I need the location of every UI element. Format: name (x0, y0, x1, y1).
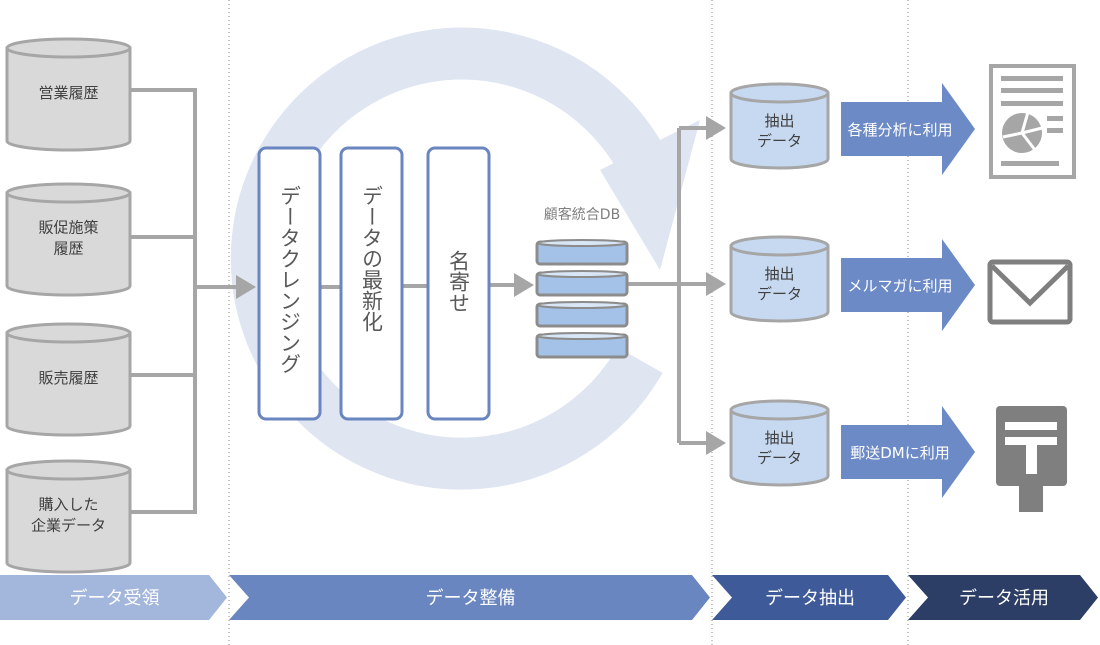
source-label: 販売履歴 (38, 369, 98, 387)
phase-banner: データ抽出 (712, 575, 906, 620)
use-arrow: 郵送DMに利用 (841, 406, 975, 498)
process-box: 名寄せ (426, 146, 491, 421)
mail-envelope-icon (987, 259, 1073, 325)
phase-label: データ抽出 (765, 588, 855, 609)
source-label: 販促施策 (38, 219, 98, 237)
source-label: 履歴 (53, 240, 83, 258)
phase-label: データ整備 (426, 588, 516, 609)
customer-db-icon (535, 239, 629, 359)
process-box: データクレンジング (257, 146, 322, 421)
postbox-icon (996, 406, 1067, 512)
process-label: データの最新化 (360, 185, 384, 332)
report-chart-icon (989, 64, 1076, 179)
source-label: 購入した (38, 496, 98, 514)
source-label: 営業履歴 (38, 84, 98, 102)
extract-label: データ (757, 449, 802, 467)
process-label: データクレンジング (278, 185, 302, 374)
use-label: 郵送DMに利用 (850, 444, 950, 462)
use-label: 各種分析に利用 (847, 121, 952, 139)
extract-label: データ (757, 132, 802, 150)
extract-label: 抽出 (764, 429, 794, 447)
extract-label: 抽出 (764, 265, 794, 283)
db-label: 顧客統合DB (544, 206, 620, 223)
process-box: データの最新化 (339, 146, 404, 421)
source-label: 企業データ (31, 517, 106, 535)
phase-banner: データ活用 (908, 575, 1098, 620)
phase-label: データ活用 (959, 588, 1049, 609)
use-arrow: 各種分析に利用 (841, 83, 975, 175)
source-cylinder: 営業履歴 (5, 37, 132, 152)
extract-label: 抽出 (764, 112, 794, 130)
use-arrow: メルマガに利用 (841, 239, 975, 331)
phase-banner: データ整備 (229, 575, 710, 620)
source-connectors (130, 88, 726, 514)
phase-banner: データ受領 (0, 575, 227, 620)
use-label: メルマガに利用 (847, 277, 952, 295)
extract-label: データ (757, 285, 802, 303)
process-label: 名寄せ (447, 250, 471, 313)
phase-label: データ受領 (70, 588, 160, 609)
source-cylinder: 販売履歴 (5, 322, 132, 437)
